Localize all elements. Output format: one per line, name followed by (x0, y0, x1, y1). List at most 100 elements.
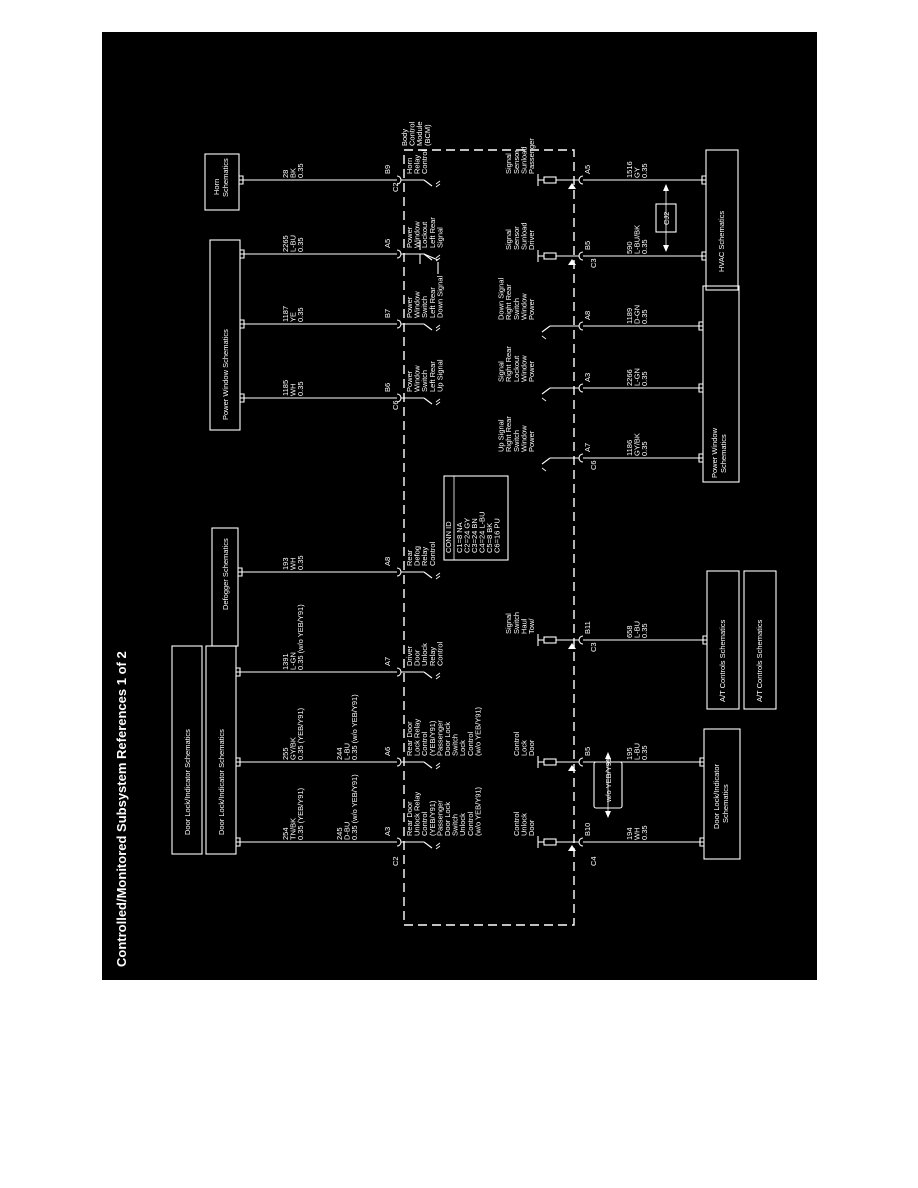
svg-text:Sensor: Sensor (512, 226, 521, 250)
svg-text:Rear Door: Rear Door (405, 721, 414, 756)
svg-text:C1=8 NA: C1=8 NA (455, 522, 464, 553)
svg-text:GY/BK: GY/BK (289, 737, 298, 760)
top-wire-c254 (236, 837, 441, 850)
svg-text:0.35 (w/o YEB/Y91): 0.35 (w/o YEB/Y91) (296, 604, 305, 670)
bottom-box-door-lock: Door Lock/Indicator Schematics (703, 728, 741, 860)
svg-text:TN/BK: TN/BK (289, 818, 298, 840)
svg-text:Door Lock/Indicator Schematics: Door Lock/Indicator Schematics (183, 729, 192, 835)
schematic-panel: Controlled/Monitored Subsystem Reference… (102, 32, 817, 980)
bottom-pin-b5-1: B5 (583, 747, 592, 756)
svg-text:Control: Control (512, 811, 521, 836)
svg-text:Door: Door (527, 819, 536, 836)
top-pin-a7-2: A7 (383, 657, 392, 666)
svg-text:Tow/: Tow/ (527, 618, 536, 634)
svg-text:0.35: 0.35 (640, 745, 649, 760)
svg-text:2266: 2266 (625, 369, 634, 386)
svg-text:Schematics: Schematics (221, 158, 230, 197)
svg-text:WH: WH (289, 558, 298, 571)
svg-text:Control: Control (420, 731, 429, 756)
wiring-diagram: Controlled/Monitored Subsystem Reference… (114, 121, 777, 967)
top-wire-c1185 (240, 393, 441, 406)
svg-text:L-GN: L-GN (289, 652, 298, 670)
bottom-pin-a8-5: A8 (583, 311, 592, 320)
svg-text:Lockout: Lockout (420, 221, 429, 248)
top-pin-b6-4: B6 (383, 383, 392, 392)
svg-text:0.35 (w/o YEB/Y91): 0.35 (w/o YEB/Y91) (350, 774, 359, 840)
bottom-box-hvac: HVAC Schematics (705, 149, 739, 291)
svg-text:Control: Control (435, 641, 444, 666)
svg-text:Left Rear: Left Rear (428, 361, 437, 392)
svg-text:Relay: Relay (428, 647, 437, 666)
svg-text:Defog: Defog (413, 546, 422, 566)
svg-text:Switch: Switch (512, 430, 521, 452)
bottom-pin-a5-7: A5 (583, 165, 592, 174)
bottom-pin-b5b-6: B5 (583, 241, 592, 250)
top-pin-a6-1: A6 (383, 747, 392, 756)
svg-text:1516: 1516 (625, 161, 634, 178)
bottom-connector-c3_left: C3 (589, 642, 598, 652)
svg-text:L-GN: L-GN (633, 368, 642, 386)
top-box-door-lock-2: Door Lock/Indicator Schematics (205, 645, 237, 855)
svg-text:Lock: Lock (519, 740, 528, 756)
svg-text:1391: 1391 (281, 653, 290, 670)
svg-text:Rear Door: Rear Door (405, 801, 414, 836)
svg-text:1185: 1185 (281, 380, 290, 396)
svg-text:Switch: Switch (420, 370, 429, 392)
svg-text:Sunload: Sunload (519, 146, 528, 174)
top-box-horn: Horn Schematics (204, 153, 240, 211)
bottom-connector-c4: C4 (589, 856, 598, 866)
svg-text:194: 194 (625, 827, 634, 840)
svg-text:CONN ID: CONN ID (444, 521, 453, 553)
svg-text:Signal: Signal (504, 153, 513, 174)
svg-text:C6=16 PU: C6=16 PU (493, 518, 502, 553)
svg-text:Down Signal: Down Signal (435, 276, 444, 318)
svg-text:Up Signal: Up Signal (497, 419, 506, 452)
bottom-wire-c1516 (537, 174, 706, 189)
bottom-box-at-controls-2: A/T Controls Schematics (743, 570, 777, 710)
svg-text:YE: YE (289, 312, 298, 322)
svg-text:0.35: 0.35 (296, 555, 305, 570)
top-wire-c1187 (240, 319, 441, 332)
svg-text:1189: 1189 (625, 308, 634, 324)
svg-text:Driver: Driver (405, 645, 414, 666)
top-pin-a8-3: A8 (383, 557, 392, 566)
svg-text:Horn: Horn (212, 179, 221, 195)
svg-text:Power Window Schematics: Power Window Schematics (221, 329, 230, 420)
top-wire-c1391 (236, 667, 441, 680)
top-box-door-lock-1: Door Lock/Indicator Schematics (171, 645, 203, 855)
bottom-wire-c658 (537, 634, 707, 649)
svg-text:590: 590 (625, 241, 634, 254)
svg-text:Door Lock/Indicator: Door Lock/Indicator (712, 763, 721, 829)
svg-text:245: 245 (335, 827, 344, 840)
svg-text:0.35 (YEB/Y91): 0.35 (YEB/Y91) (296, 787, 305, 840)
svg-text:Signal: Signal (504, 229, 513, 250)
top-connector-c2_right: C2 (391, 182, 400, 192)
svg-text:C4=24 L-BU: C4=24 L-BU (478, 512, 487, 553)
svg-text:Window: Window (413, 365, 422, 392)
svg-text:254: 254 (281, 827, 290, 840)
bottom-wire-c194 (537, 836, 704, 851)
svg-text:0.35 (w/o YEB/Y91): 0.35 (w/o YEB/Y91) (350, 694, 359, 760)
svg-text:Schematics: Schematics (721, 784, 730, 823)
top-pin-b9-7: B9 (383, 165, 392, 174)
svg-text:Window: Window (519, 293, 528, 320)
svg-text:Passenger: Passenger (435, 720, 444, 756)
bottom-pin-a3-4: A3 (583, 373, 592, 382)
